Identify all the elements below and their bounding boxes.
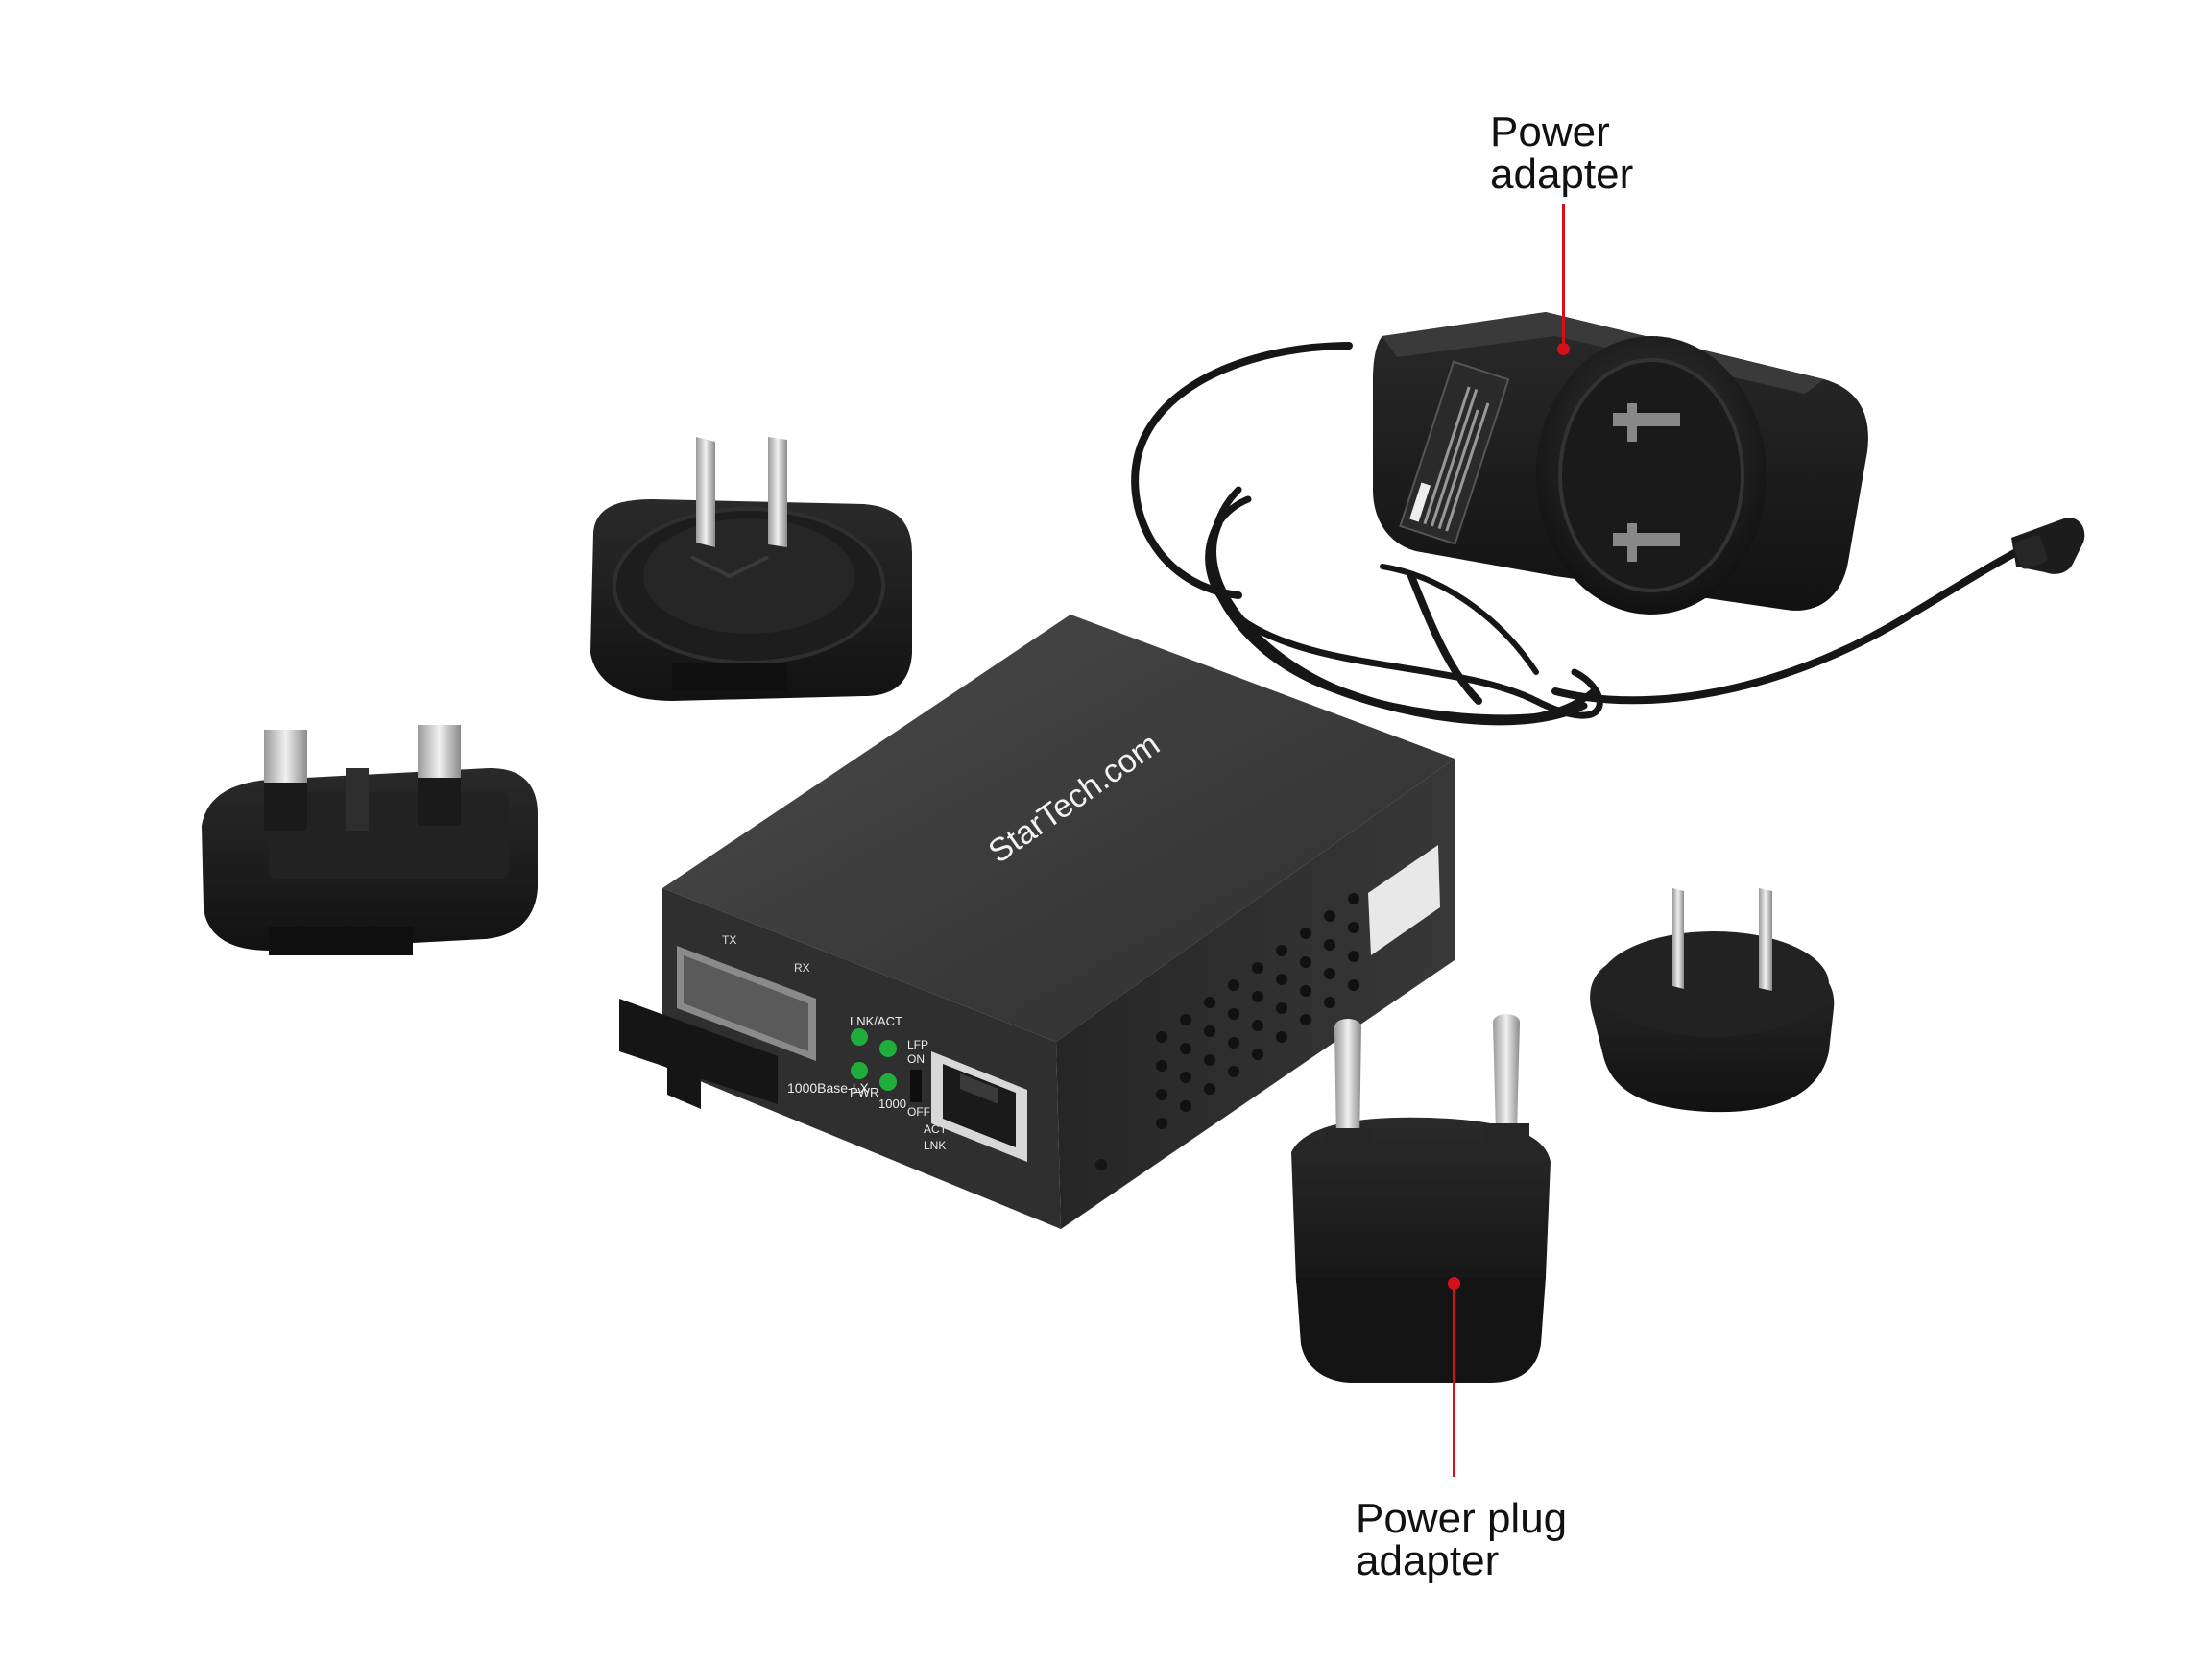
port-rx-label: RX bbox=[794, 961, 810, 975]
dc-plug bbox=[2011, 518, 2085, 574]
led-lnk-act-label: LNK/ACT bbox=[850, 1014, 902, 1028]
power-adapter bbox=[1131, 312, 2085, 726]
power-cable bbox=[1131, 342, 2030, 726]
power-adapter-leader-line bbox=[1562, 204, 1565, 348]
plug-adapter-leader-dot bbox=[1448, 1277, 1460, 1290]
power-adapter-leader-dot bbox=[1557, 343, 1570, 355]
led-1000-label: 1000 bbox=[878, 1097, 906, 1111]
rj45-port bbox=[931, 1051, 1027, 1162]
model-label: 1000Base-LX bbox=[787, 1080, 870, 1096]
media-converter: StarTech.com TX RX LNK/ACT PWR 1000 1000… bbox=[619, 615, 1455, 1229]
power-plug-adapter-callout: Power plug adapter bbox=[1356, 1495, 1568, 1584]
eu-plug-adapter bbox=[1291, 1014, 1551, 1383]
port-tx-label: TX bbox=[722, 933, 736, 947]
lfp-label: LFP bbox=[907, 1038, 928, 1051]
legend-lnk-label: LNK bbox=[924, 1139, 946, 1152]
power-adapter-callout: Power adapter bbox=[1490, 109, 1634, 198]
led-pwr-label: PWR bbox=[850, 1085, 878, 1099]
switch-off-label: OFF bbox=[907, 1105, 930, 1119]
fiber-port bbox=[619, 946, 816, 1109]
us-plug-adapter bbox=[1590, 888, 1835, 1113]
plug-adapter-leader-line bbox=[1453, 1285, 1455, 1477]
status-leds bbox=[851, 1028, 897, 1091]
uk-plug-adapter bbox=[202, 725, 538, 955]
lfp-switch bbox=[910, 1070, 922, 1102]
au-plug-adapter bbox=[590, 437, 912, 701]
switch-on-label: ON bbox=[907, 1052, 925, 1066]
